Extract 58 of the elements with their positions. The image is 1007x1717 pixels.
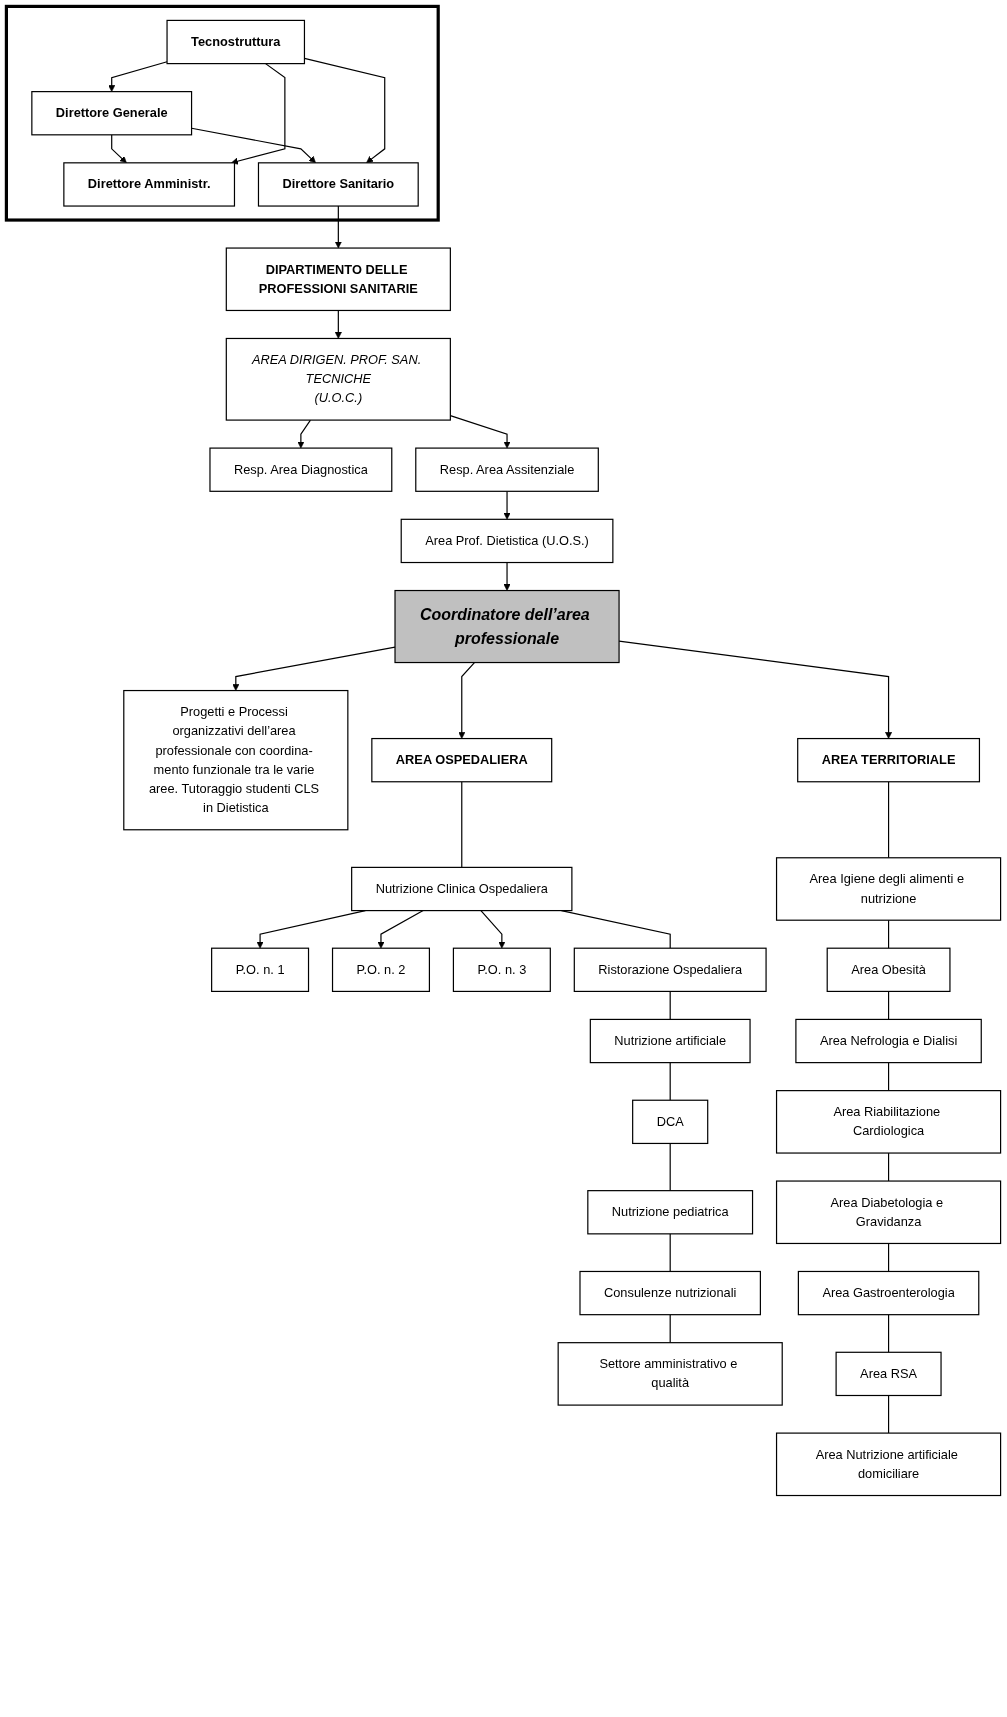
node-box: Resp. Area Diagnostica [209, 447, 393, 492]
node-box: Ristorazione Ospedaliera [573, 947, 767, 992]
node-box: DIPARTIMENTO DELLE PROFESSIONI SANITARIE [225, 247, 451, 312]
node-box: AREA OSPEDALIERA [371, 737, 553, 783]
node-box: Direttore Amministr. [63, 162, 236, 207]
arrow [111, 134, 127, 164]
node-box: Resp. Area Assitenziale [415, 447, 599, 492]
connector [887, 1314, 890, 1353]
arrow [232, 646, 396, 691]
arrow [108, 61, 168, 92]
connector [669, 1142, 671, 1192]
node-box: Nutrizione Clinica Ospedaliera [351, 866, 573, 912]
node-box: AREA DIRIGEN. PROF. SAN. TECNICHE (U.O.C.) [225, 337, 451, 421]
node-box: Area Nefrologia e Dialisi [795, 1018, 982, 1064]
connector [887, 1062, 890, 1092]
connector [887, 781, 890, 859]
node-box: Direttore Generale [31, 91, 193, 136]
arrow [297, 419, 312, 449]
node-box: Area Igiene degli alimenti e nutrizione [775, 857, 1002, 921]
node-box: Progetti e Processi organizzativi dell’area professionale con coordina- mento funzionale tra le varie aree. Tutoraggio studenti CLS in Dietistica [123, 689, 349, 831]
node-box: Area Obesità [826, 947, 951, 992]
node-box: P.O. n. 1 [211, 947, 310, 992]
connector [669, 1233, 671, 1273]
node-box: Nutrizione artificiale [589, 1018, 751, 1064]
connector [669, 1314, 671, 1344]
arrow [334, 309, 342, 339]
connector [669, 1062, 671, 1101]
cluster [4, 4, 440, 222]
node-box: Tecnostruttura [166, 19, 306, 65]
node-box: DCA [632, 1099, 709, 1145]
node-box: Direttore Sanitario [257, 162, 419, 207]
connector [887, 1152, 890, 1182]
arrow [503, 561, 511, 591]
node-box: Settore amministrativo e qualità [557, 1342, 783, 1406]
node-box: Area Diabetologia e Gravidanza [775, 1180, 1002, 1245]
node-box: P.O. n. 2 [331, 947, 430, 992]
connector [887, 919, 890, 949]
connector [461, 781, 463, 868]
node-box: Area Prof. Dietistica (U.O.S.) [400, 518, 614, 564]
connector [887, 1394, 890, 1434]
arrow [334, 205, 342, 249]
node-box: Area Riabilitazione Cardiologica [775, 1090, 1002, 1154]
connector [887, 990, 890, 1020]
node-box: P.O. n. 3 [452, 947, 551, 992]
node-box: Nutrizione pediatrica [587, 1190, 754, 1235]
node-box: Area Nutrizione artificiale domiciliare [775, 1432, 1002, 1497]
node-box: Coordinatore dell’area professionale [394, 589, 620, 664]
node-box: Area Gastroenterologia [797, 1270, 980, 1316]
arrow [231, 63, 286, 165]
node-box: Area RSA [835, 1351, 942, 1397]
arrow [503, 490, 511, 520]
node-box: Consulenze nutrizionali [579, 1270, 761, 1316]
arrow [377, 910, 424, 949]
connector [887, 1242, 890, 1273]
arrow [458, 661, 476, 739]
node-box: AREA TERRITORIALE [797, 737, 981, 783]
arrow [480, 910, 506, 949]
connector [669, 990, 671, 1020]
